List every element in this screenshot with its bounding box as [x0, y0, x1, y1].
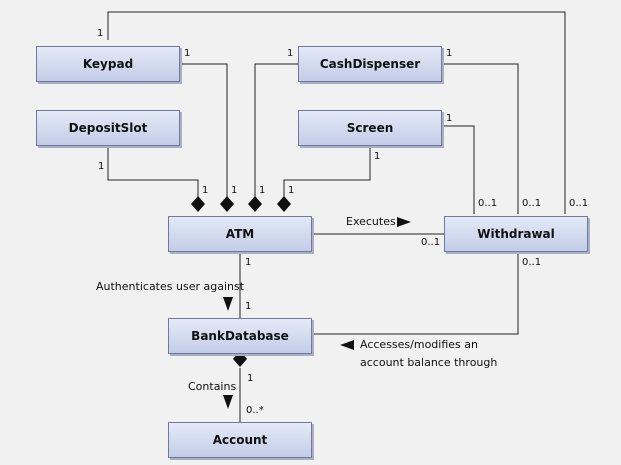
class-bank-database: BankDatabase — [168, 318, 312, 354]
composition-diamond — [220, 196, 234, 212]
cashdispenser-atm-line — [254, 63, 298, 198]
class-screen: Screen — [298, 110, 442, 146]
multiplicity-cashdispenser-right: 1 — [446, 48, 453, 59]
multiplicity-withdrawal-screen: 0..1 — [478, 198, 498, 209]
multiplicity-keypad-right: 1 — [184, 48, 191, 59]
screen-atm-line — [283, 146, 371, 198]
multiplicity-atm-1: 1 — [202, 185, 209, 196]
keypad-atm-line — [180, 63, 228, 198]
cashdispenser-withdrawal-line — [442, 63, 519, 214]
composition-diamond — [277, 196, 291, 212]
accesses-arrow-icon — [340, 340, 354, 350]
authenticates-label: Authenticates user against — [96, 280, 245, 293]
class-account: Account — [168, 422, 312, 458]
contains-label: Contains — [188, 380, 237, 393]
class-cash-dispenser: CashDispenser — [298, 46, 442, 82]
class-withdrawal: Withdrawal — [444, 216, 588, 252]
multiplicity-screen-bottom: 1 — [374, 151, 381, 162]
authenticates-arrow-icon — [223, 297, 233, 311]
multiplicity-bankdatabase-bottom: 1 — [247, 373, 254, 384]
class-deposit-slot: DepositSlot — [36, 110, 180, 146]
multiplicity-withdrawal-cashdispenser: 0..1 — [522, 198, 542, 209]
multiplicity-atm-2: 1 — [231, 185, 238, 196]
executes-arrow-icon — [397, 217, 411, 227]
class-atm: ATM — [168, 216, 312, 252]
multiplicity-screen-right: 1 — [446, 113, 453, 124]
keypad-withdrawal-line — [107, 11, 566, 214]
multiplicity-atm-bottom: 1 — [245, 257, 252, 268]
multiplicity-account: 0..* — [246, 405, 264, 416]
association-lines — [107, 11, 566, 422]
composition-diamond — [191, 196, 205, 212]
multiplicity-atm-withdrawal: 0..1 — [421, 237, 441, 248]
multiplicity-atm-3: 1 — [259, 185, 266, 196]
accesses-label-line2: account balance through — [360, 356, 498, 369]
composition-diamond — [248, 196, 262, 212]
withdrawal-bankdatabase-line — [312, 252, 519, 335]
depositslot-atm-line — [107, 144, 199, 198]
multiplicity-bankdatabase-top: 1 — [245, 301, 252, 312]
executes-label: Executes — [346, 215, 396, 228]
multiplicity-withdrawal-bottom: 0..1 — [522, 257, 542, 268]
multiplicity-cashdispenser-left: 1 — [287, 48, 294, 59]
screen-withdrawal-line — [442, 125, 475, 214]
multiplicity-keypad-top: 1 — [97, 28, 104, 39]
composition-diamond — [233, 351, 247, 367]
multiplicity-atm-4: 1 — [288, 185, 295, 196]
multiplicity-depositslot: 1 — [98, 161, 105, 172]
direction-arrows — [223, 217, 411, 409]
accesses-label-line1: Accesses/modifies an — [360, 338, 478, 351]
composition-diamonds — [191, 196, 291, 367]
class-keypad: Keypad — [36, 46, 180, 82]
contains-arrow-icon — [223, 395, 233, 409]
multiplicity-withdrawal-keypad: 0..1 — [569, 198, 589, 209]
